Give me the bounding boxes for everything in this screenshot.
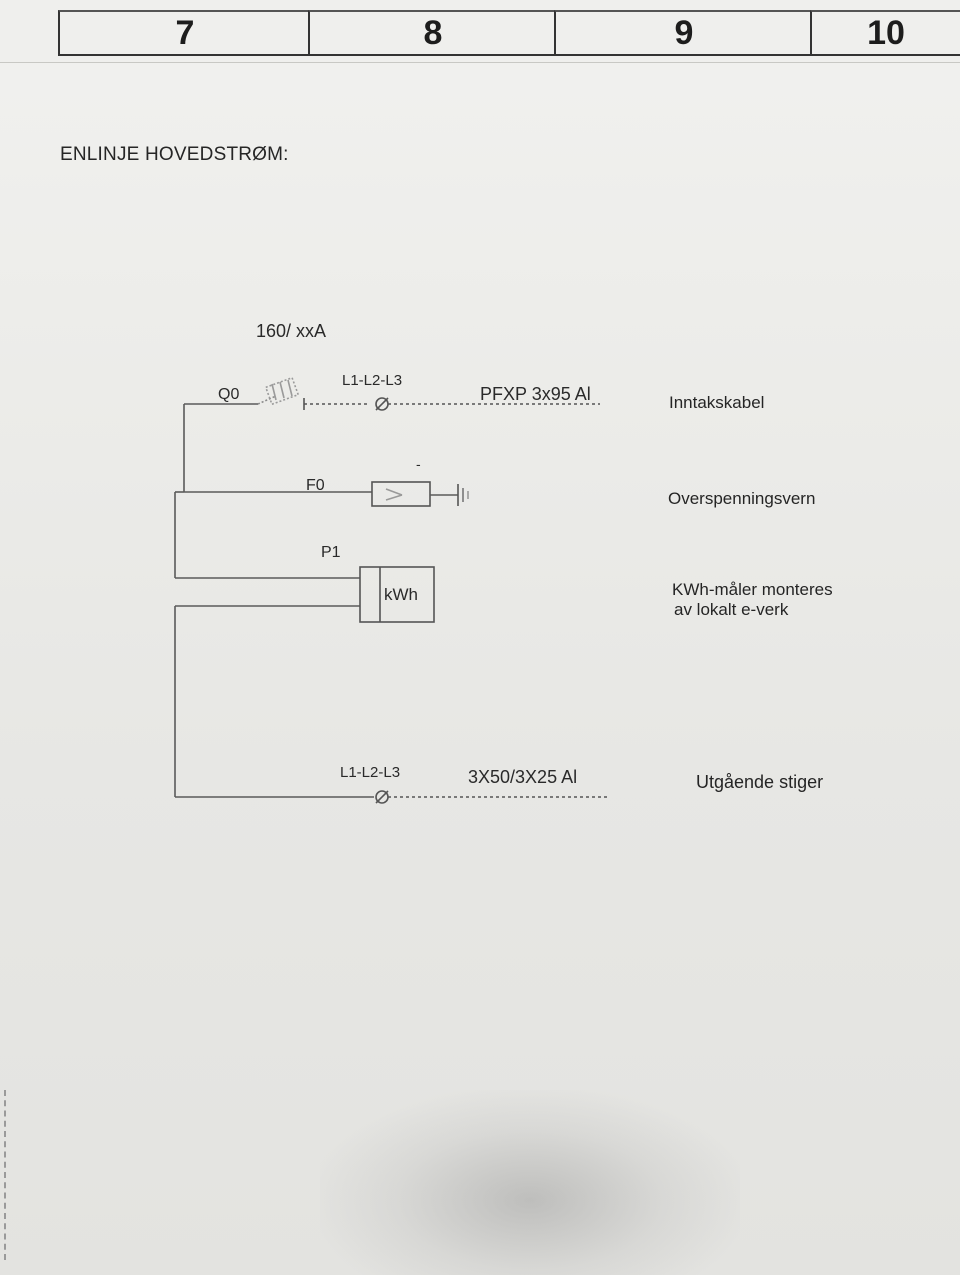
p1-description-line1: KWh-måler monteres	[672, 580, 833, 599]
surge-arrester-icon	[371, 481, 431, 507]
p1-description-line2: av lokalt e-verk	[674, 600, 789, 619]
column-8: 8	[308, 10, 556, 56]
f0-mark: -	[416, 456, 421, 472]
p1-tag: P1	[321, 544, 341, 561]
q0-description: Inntakskabel	[669, 393, 765, 412]
kwh-meter-icon	[359, 566, 435, 623]
cable-marker-icon	[375, 790, 389, 804]
column-9: 9	[554, 10, 812, 56]
column-10: 10	[810, 10, 960, 56]
f0-description: Overspenningsvern	[668, 489, 816, 508]
q0-tag: Q0	[218, 386, 240, 403]
breaker-icon	[257, 376, 300, 406]
kwh-meter-label: kWh	[384, 585, 418, 604]
q0-phases-label: L1-L2-L3	[342, 372, 403, 389]
outgoing-phases-label: L1-L2-L3	[340, 764, 401, 781]
column-header: 7 8 9 10	[0, 0, 960, 60]
f0-tag: F0	[306, 477, 325, 494]
page-heading: ENLINJE HOVEDSTRØM:	[60, 144, 289, 165]
margin-dash-line	[4, 1090, 6, 1260]
cable-marker-icon	[375, 397, 389, 411]
column-7: 7	[58, 10, 310, 56]
q0-cable-label: PFXP 3x95 Al	[480, 384, 591, 404]
outgoing-cable-label: 3X50/3X25 Al	[468, 767, 578, 787]
outgoing-description: Utgående stiger	[696, 772, 824, 792]
ground-icon	[457, 484, 469, 506]
rating-label: 160/ xxA	[256, 321, 327, 341]
